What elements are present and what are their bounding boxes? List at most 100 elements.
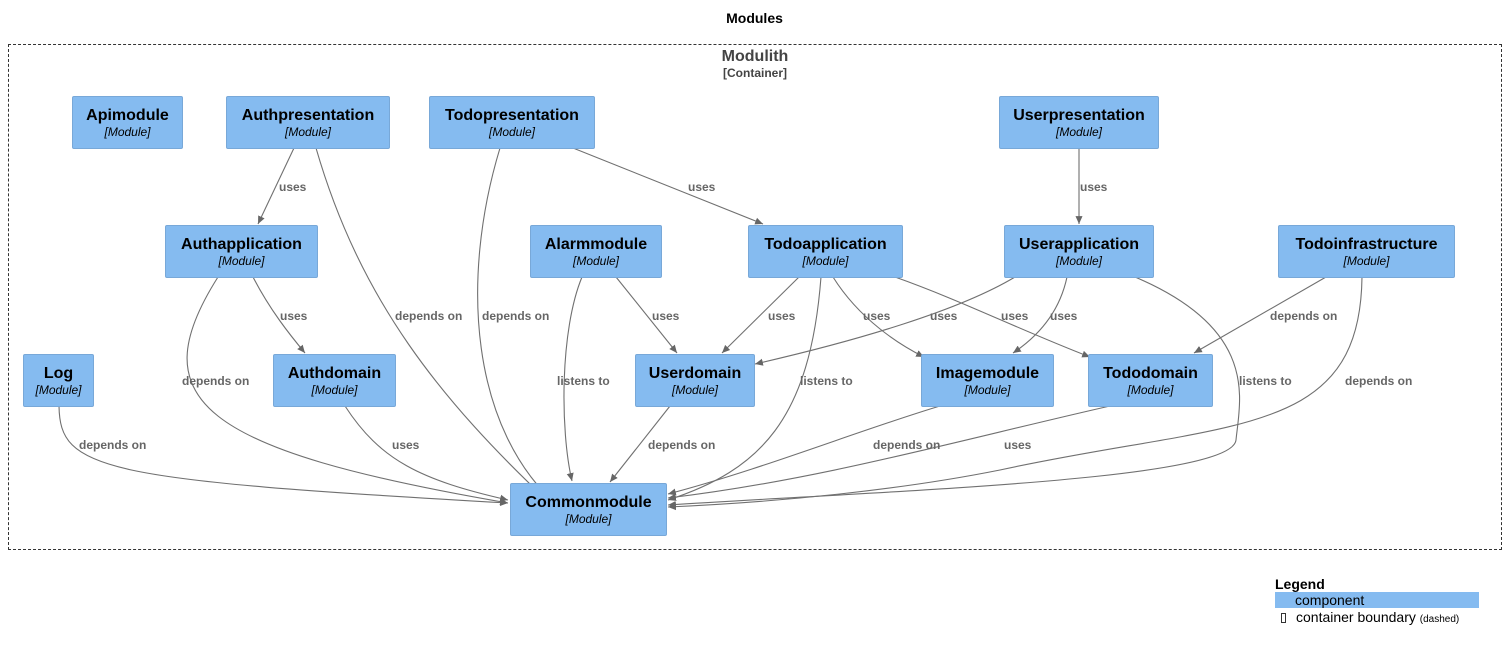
edge-userdomain-commonmodule	[609, 405, 671, 483]
edge-todopresentation-todoapplication	[572, 147, 764, 225]
legend-boundary-label: container boundary	[1296, 609, 1416, 625]
node-log[interactable]: Log [Module]	[23, 354, 94, 407]
boundary-technology: [Container]	[723, 66, 787, 80]
node-name: Authapplication	[181, 236, 302, 253]
node-name: Log	[43, 365, 74, 382]
edge-authdomain-commonmodule	[344, 405, 509, 502]
edge-label: depends on	[395, 309, 462, 323]
edge-label: depends on	[79, 438, 146, 452]
edge-label: listens to	[1239, 374, 1292, 388]
diagram-title: Modules	[726, 10, 783, 26]
edge-todoapplication-commonmodule	[667, 276, 822, 501]
node-userapplication[interactable]: Userapplication [Module]	[1004, 225, 1154, 278]
edge-label: uses	[688, 180, 716, 194]
node-authpresentation[interactable]: Authpresentation [Module]	[226, 96, 390, 149]
edge-todoapplication-userdomain	[721, 276, 800, 354]
node-todoinfrastructure[interactable]: Todoinfrastructure [Module]	[1278, 225, 1455, 278]
edge-label: depends on	[482, 309, 549, 323]
node-name: Apimodule	[86, 107, 169, 124]
edge-todoinfrastructure-tododomain	[1193, 276, 1327, 354]
node-commonmodule[interactable]: Commonmodule [Module]	[510, 483, 667, 536]
boundary-name: Modulith	[721, 48, 789, 65]
node-name: Tododomain	[1103, 365, 1198, 382]
edge-userapplication-userdomain	[754, 276, 1016, 366]
node-todoapplication[interactable]: Todoapplication [Module]	[748, 225, 903, 278]
edge-tododomain-commonmodule	[667, 405, 1111, 501]
edge-label: depends on	[1345, 374, 1412, 388]
node-tech: [Module]	[1127, 383, 1174, 397]
node-tech: [Module]	[488, 125, 536, 139]
node-tech: [Module]	[964, 383, 1011, 397]
node-userdomain[interactable]: Userdomain [Module]	[635, 354, 755, 407]
node-tech: [Module]	[671, 383, 719, 397]
legend: Legend component container boundary (das…	[1275, 576, 1485, 629]
node-name: Todoinfrastructure	[1295, 236, 1438, 253]
edge-authapplication-commonmodule	[186, 276, 509, 506]
node-todopresentation[interactable]: Todopresentation [Module]	[429, 96, 595, 149]
legend-title: Legend	[1275, 576, 1325, 592]
edge-imagemodule-commonmodule	[667, 405, 941, 496]
edge-label: uses	[1001, 309, 1029, 323]
edge-label: uses	[863, 309, 891, 323]
edge-label: uses	[930, 309, 958, 323]
legend-boundary-note: (dashed)	[1419, 614, 1460, 625]
node-tech: [Module]	[35, 383, 82, 397]
edge-todoapplication-tododomain	[894, 276, 1091, 358]
edge-userapplication-imagemodule	[1012, 276, 1068, 354]
node-name: Alarmmodule	[544, 236, 648, 253]
edge-todoinfrastructure-commonmodule	[667, 276, 1363, 511]
node-tech: [Module]	[311, 383, 358, 397]
node-name: Imagemodule	[935, 365, 1040, 382]
edge-log-commonmodule	[58, 405, 509, 507]
node-name: Todopresentation	[445, 107, 579, 124]
edge-todoapplication-imagemodule	[832, 276, 925, 358]
edge-authpresentation-commonmodule	[315, 147, 553, 506]
node-imagemodule[interactable]: Imagemodule [Module]	[921, 354, 1054, 407]
node-authapplication[interactable]: Authapplication [Module]	[165, 225, 318, 278]
edge-authapplication-authdomain	[252, 276, 306, 354]
edge-label: uses	[279, 180, 307, 194]
edge-authpresentation-authapplication	[257, 147, 295, 225]
node-tech: [Module]	[802, 254, 849, 268]
node-tech: [Module]	[1055, 254, 1103, 268]
node-authdomain[interactable]: Authdomain [Module]	[273, 354, 396, 407]
edge-label: uses	[768, 309, 796, 323]
edge-label: uses	[392, 438, 420, 452]
node-name: Authpresentation	[241, 107, 375, 124]
node-tech: [Module]	[1343, 254, 1390, 268]
edge-label: listens to	[557, 374, 610, 388]
legend-component-label: component	[1295, 592, 1365, 608]
legend-boundary-entry: container boundary (dashed)	[1275, 608, 1485, 629]
node-apimodule[interactable]: Apimodule [Module]	[72, 96, 183, 149]
dashed-box-icon	[1281, 613, 1286, 624]
edge-label: uses	[1080, 180, 1108, 194]
edge-label: depends on	[873, 438, 940, 452]
node-tech: [Module]	[572, 254, 620, 268]
node-tododomain[interactable]: Tododomain [Module]	[1088, 354, 1213, 407]
edge-label: depends on	[1270, 309, 1337, 323]
node-name: Userapplication	[1018, 236, 1140, 253]
edge-label: uses	[280, 309, 308, 323]
edge-alarmmodule-commonmodule	[563, 276, 583, 482]
node-userpresentation[interactable]: Userpresentation [Module]	[999, 96, 1159, 149]
node-name: Authdomain	[287, 365, 382, 382]
legend-component-swatch: component	[1275, 592, 1479, 608]
edge-alarmmodule-userdomain	[615, 276, 678, 354]
node-alarmmodule[interactable]: Alarmmodule [Module]	[530, 225, 662, 278]
edge-label: uses	[1050, 309, 1078, 323]
container-boundary-modulith: Modulith [Container]	[8, 44, 1502, 550]
edge-label: depends on	[648, 438, 715, 452]
edge-todopresentation-commonmodule	[477, 147, 561, 509]
edge-label: uses	[1004, 438, 1032, 452]
edge-userapplication-commonmodule	[667, 276, 1241, 509]
node-tech: [Module]	[218, 254, 265, 268]
edge-label: uses	[652, 309, 680, 323]
node-name: Todoapplication	[764, 236, 887, 253]
node-name: Userdomain	[648, 365, 742, 382]
edge-label: depends on	[182, 374, 249, 388]
node-tech: [Module]	[1055, 125, 1103, 139]
node-tech: [Module]	[565, 512, 612, 526]
node-name: Commonmodule	[525, 494, 652, 511]
node-tech: [Module]	[104, 125, 151, 139]
